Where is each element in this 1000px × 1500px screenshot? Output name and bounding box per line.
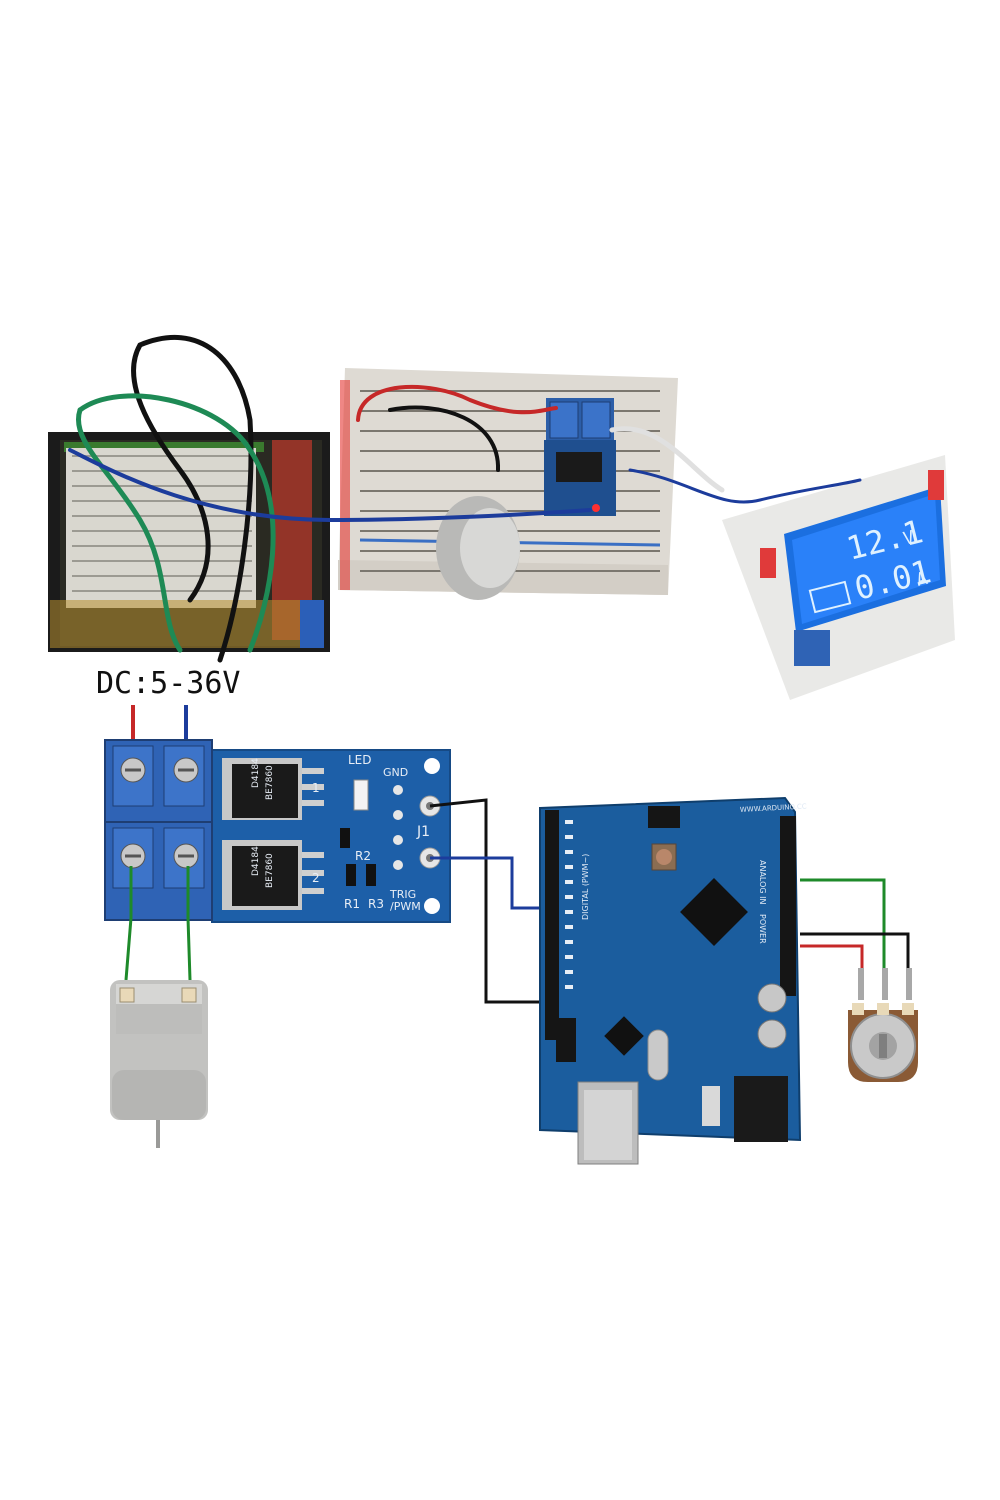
label-trig: TRIG — [389, 888, 416, 901]
voltmeter-ammeter: 12.1 V 0.01 A — [722, 455, 955, 700]
arduino-digital-label: DIGITAL (PWM~) — [581, 854, 590, 920]
potentiometer-wires — [800, 878, 910, 980]
label-q1: 1 — [312, 781, 320, 795]
label-r2: R2 — [355, 849, 371, 863]
mosfet-module: D4184 BE7860 D4184 BE7860 LED GND J1 R2 … — [104, 739, 451, 923]
photo-setup: 12.1 V 0.01 A — [48, 334, 955, 700]
potentiometer — [848, 968, 918, 1082]
label-j1: J1 — [416, 824, 430, 840]
photo-wires — [68, 334, 862, 663]
arduino-power-label: POWER — [758, 914, 767, 944]
supply-voltage-label: DC:5-36V — [96, 666, 241, 701]
motor-wires — [124, 866, 192, 981]
label-q2: 2 — [312, 871, 320, 885]
arduino-website: WWW.ARDUINO.CC — [740, 803, 807, 814]
svg-text:BE7860: BE7860 — [265, 853, 275, 888]
label-gnd: GND — [383, 766, 408, 779]
arduino-analog-label: ANALOG IN — [758, 860, 767, 905]
dc-motor — [110, 980, 208, 1148]
label-pwm: /PWM — [390, 900, 421, 913]
arduino-proto-shield — [48, 432, 330, 652]
svg-text:D4184: D4184 — [251, 846, 261, 876]
mosfet-q1: D4184 BE7860 — [222, 758, 324, 820]
screw-terminal-bottom — [104, 821, 213, 921]
label-r3: R3 — [368, 897, 384, 911]
svg-text:D4184: D4184 — [251, 758, 261, 788]
meter-voltage-unit: V — [901, 527, 917, 550]
screw-terminal-top — [104, 739, 213, 823]
arduino-board: WWW.ARDUINO.CC DIGITAL (PWM~) ANALOG IN … — [539, 796, 807, 1165]
label-r1: R1 — [344, 897, 360, 911]
signal-wires — [429, 798, 542, 1004]
svg-text:BE7860: BE7860 — [265, 765, 275, 800]
meter-current-unit: A — [914, 568, 930, 591]
label-led: LED — [348, 753, 372, 767]
mosfet-q2: D4184 BE7860 — [222, 840, 324, 910]
breadboard — [338, 368, 678, 600]
